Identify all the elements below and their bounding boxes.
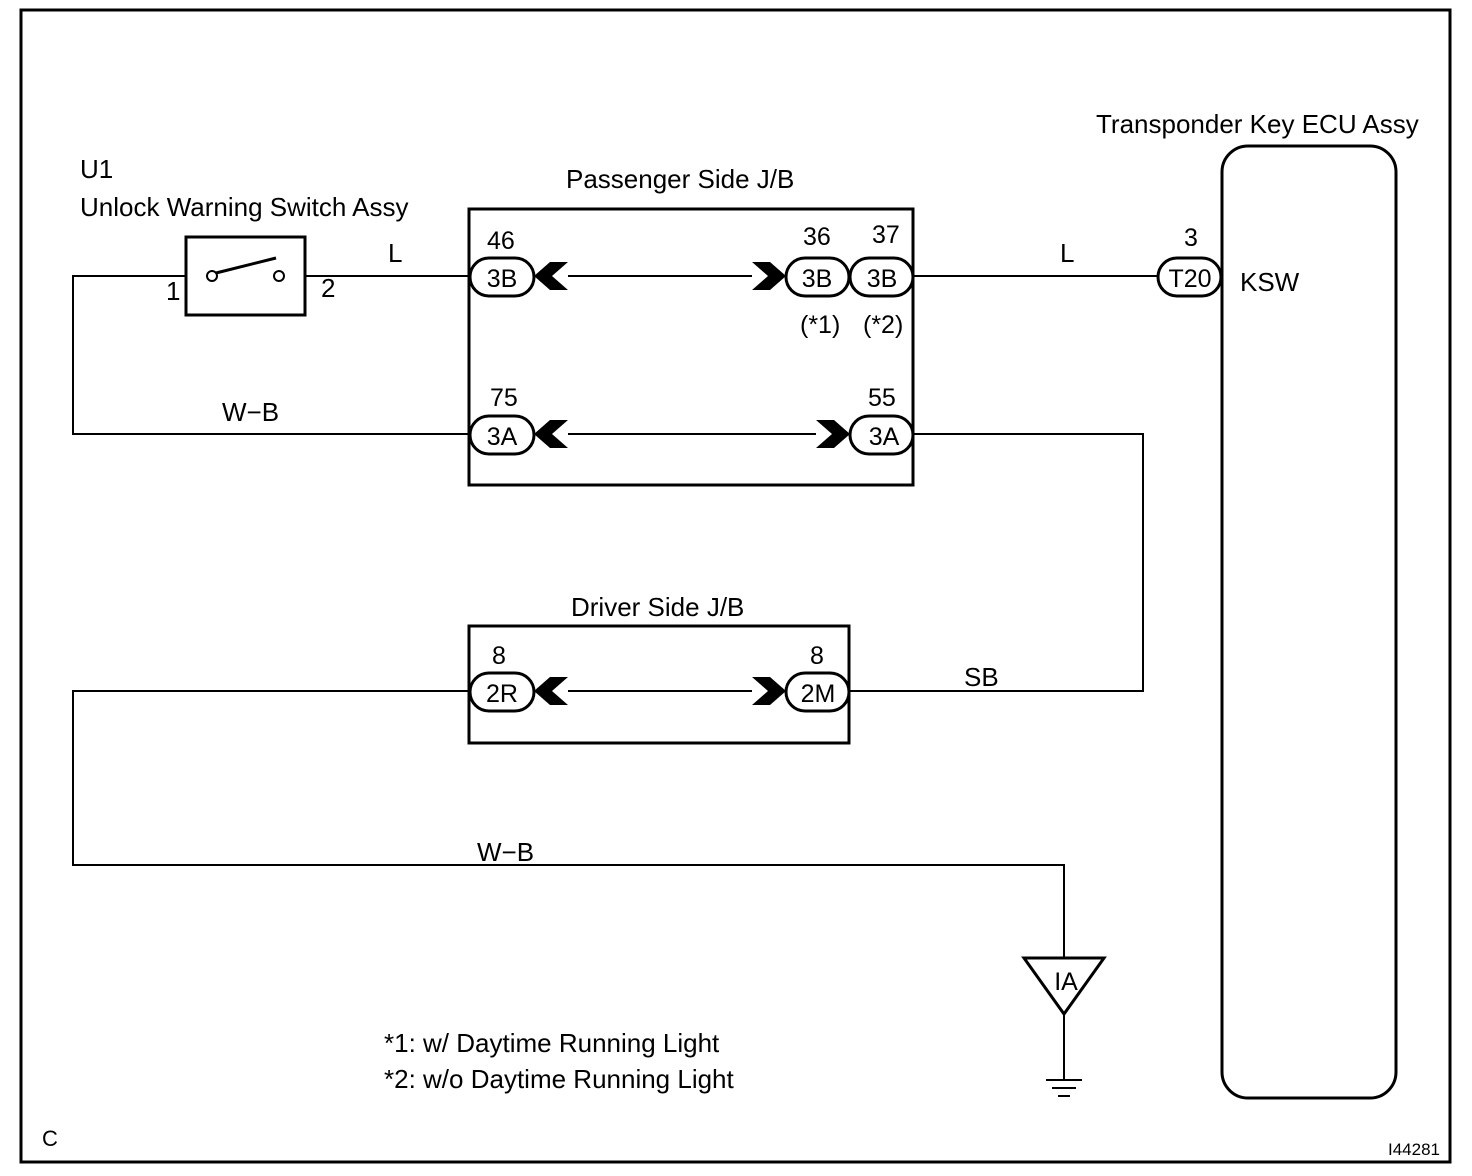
switch-pin-2: 2 — [321, 273, 335, 303]
ecu-box — [1220, 144, 1398, 1100]
driver-jb-title: Driver Side J/B — [571, 592, 744, 622]
arrow-3b-right — [752, 262, 786, 290]
ecu-terminal-ksw: KSW — [1240, 267, 1300, 297]
connector-3a-75-label: 3A — [487, 423, 518, 451]
connector-2r — [468, 671, 536, 713]
switch-pin-1: 1 — [166, 276, 180, 306]
note-1: *1: w/ Daytime Running Light — [384, 1028, 720, 1058]
switch-blade — [215, 256, 277, 275]
pin-55: 55 — [868, 384, 896, 412]
arrow-3a-right — [816, 420, 850, 448]
switch-name: Unlock Warning Switch Assy — [80, 192, 408, 222]
wire-label-wb-top: W−B — [222, 397, 279, 427]
passenger-jb-box — [467, 207, 915, 487]
unlock-warning-switch: U1 Unlock Warning Switch Assy 1 2 — [80, 154, 408, 317]
transponder-key-ecu: Transponder Key ECU Assy 3 T20 KSW — [1096, 109, 1419, 1100]
wire-label-sb: SB — [964, 662, 999, 692]
figure-id: I44281 — [1388, 1140, 1440, 1159]
note-ref-1: (*1) — [800, 311, 840, 339]
passenger-jb-title: Passenger Side J/B — [566, 164, 794, 194]
pin-37: 37 — [872, 221, 900, 249]
connector-3a-55-label: 3A — [869, 423, 900, 451]
connector-3b-46 — [468, 256, 536, 298]
pin-36: 36 — [803, 223, 831, 251]
connector-2m — [784, 671, 851, 713]
wire-label-wb-bottom: W−B — [477, 837, 534, 867]
switch-contact-left — [206, 270, 218, 282]
connector-t20-label: T20 — [1168, 265, 1211, 293]
wire-switch-ground — [72, 275, 470, 435]
wires — [72, 275, 1158, 1080]
wire-sb — [850, 433, 1144, 692]
ground-code: IA — [1054, 968, 1078, 996]
connector-2m-label: 2M — [801, 680, 836, 708]
connector-3a-55 — [848, 414, 915, 456]
connector-3b-46-label: 3B — [487, 265, 518, 293]
connector-3b-37-label: 3B — [867, 265, 898, 293]
switch-box — [184, 235, 307, 317]
wire-label-l-left: L — [388, 238, 402, 268]
corner-letter: C — [42, 1126, 58, 1151]
arrow-3b-left — [534, 262, 568, 290]
switch-contact-right — [273, 270, 285, 282]
note-2: *2: w/o Daytime Running Light — [384, 1064, 735, 1094]
wire-ground-bottom — [72, 690, 1065, 958]
connector-3b-37 — [848, 256, 915, 298]
arrow-2m — [752, 677, 786, 705]
pin-2r-8: 8 — [492, 642, 506, 670]
connector-2r-label: 2R — [486, 680, 518, 708]
arrow-2r — [534, 677, 568, 705]
ground-triangle — [1021, 956, 1107, 1017]
arrow-3a-left — [534, 420, 568, 448]
connector-3a-75 — [468, 414, 536, 456]
connector-3b-36-label: 3B — [802, 265, 833, 293]
driver-side-jb: Driver Side J/B 8 2R 8 2M — [467, 592, 851, 745]
note-ref-2: (*2) — [863, 311, 903, 339]
pin-75: 75 — [490, 384, 518, 412]
ground-point: IA — [1021, 956, 1107, 1097]
passenger-side-jb: Passenger Side J/B 46 3B 36 3B (*1) 37 3… — [467, 164, 915, 487]
connector-t20 — [1156, 256, 1223, 298]
diagram-frame — [19, 8, 1452, 1164]
pin-46: 46 — [487, 227, 515, 255]
ecu-name: Transponder Key ECU Assy — [1096, 109, 1419, 139]
ecu-pin-3: 3 — [1184, 224, 1198, 252]
wire-label-l-right: L — [1060, 238, 1074, 268]
switch-code: U1 — [80, 154, 113, 184]
pin-2m-8: 8 — [810, 642, 824, 670]
